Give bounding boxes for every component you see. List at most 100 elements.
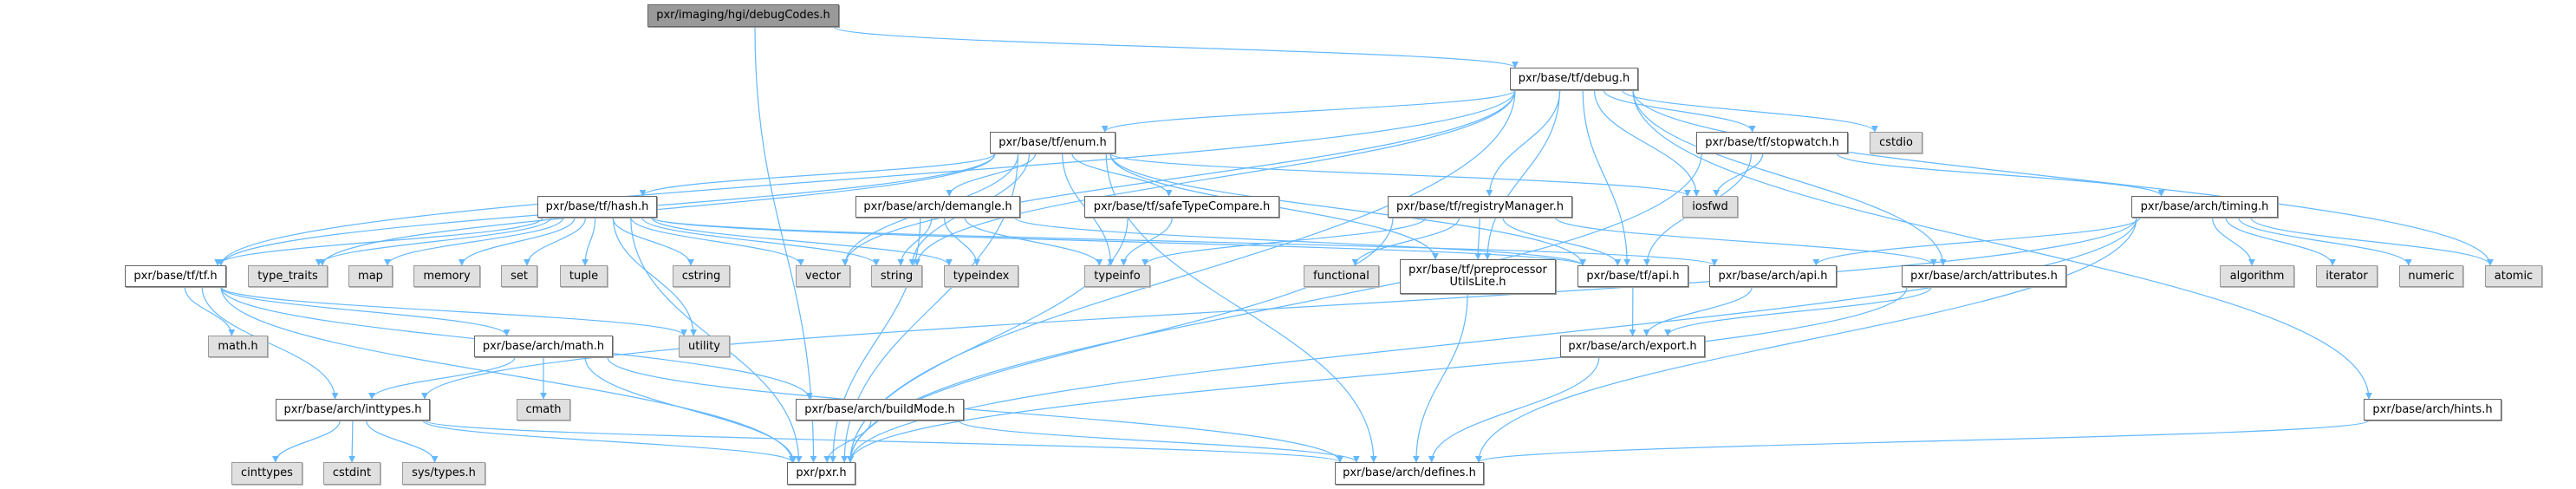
edge-registryManager-to-functional bbox=[1351, 217, 1460, 266]
edge-tf-to-mathh bbox=[184, 286, 236, 336]
edge-hash-to-tuple bbox=[582, 217, 596, 266]
edge-debug-to-hints bbox=[1632, 89, 2372, 400]
node-safeTypeCompare[interactable]: pxr/base/tf/safeTypeCompare.h bbox=[1084, 196, 1279, 218]
node-map: map bbox=[348, 265, 393, 287]
edge-buildMode-to-defines bbox=[958, 420, 1360, 463]
edge-enum-to-type_traits bbox=[319, 153, 996, 266]
edge-timing-to-algorithm bbox=[2211, 217, 2255, 266]
edge-inttypes-to-defines bbox=[424, 420, 1343, 463]
node-systypes: sys/types.h bbox=[402, 462, 485, 485]
node-iosfwd: iosfwd bbox=[1682, 196, 1738, 218]
node-registryManager[interactable]: pxr/base/tf/registryManager.h bbox=[1388, 196, 1572, 218]
edge-archmath-to-inttypes bbox=[368, 356, 516, 400]
edge-hash-to-utility bbox=[612, 217, 698, 336]
edge-hash-to-cstring bbox=[612, 217, 694, 266]
edge-hash-to-tfapi bbox=[651, 217, 1586, 266]
node-export[interactable]: pxr/base/arch/export.h bbox=[1560, 336, 1705, 357]
edge-inttypes-to-systypes bbox=[366, 420, 439, 463]
node-iterator: iterator bbox=[2316, 265, 2378, 287]
edge-buildMode-to-pxr bbox=[823, 420, 872, 463]
edge-registryManager-to-preprocessor bbox=[1474, 217, 1482, 260]
edge-debug-to-tfapi bbox=[1582, 89, 1631, 266]
edge-timing-to-archapi bbox=[1812, 217, 2141, 266]
node-hints[interactable]: pxr/base/arch/hints.h bbox=[2364, 399, 2501, 421]
node-archmath[interactable]: pxr/base/arch/math.h bbox=[474, 336, 613, 357]
edge-hash-to-archapi bbox=[651, 217, 1718, 266]
node-attributes[interactable]: pxr/base/arch/attributes.h bbox=[1902, 265, 2066, 287]
edge-archmath-to-pxr bbox=[584, 356, 797, 463]
node-cstring: cstring bbox=[673, 265, 730, 287]
edge-hash-to-type_traits bbox=[315, 217, 552, 266]
edge-hash-to-string bbox=[641, 217, 880, 266]
edge-debug-to-atomic bbox=[1632, 89, 2494, 266]
node-typeinfo: typeinfo bbox=[1084, 265, 1150, 287]
edge-stopwatch-to-timing bbox=[1836, 153, 2165, 197]
node-atomic: atomic bbox=[2485, 265, 2542, 287]
node-defines[interactable]: pxr/base/arch/defines.h bbox=[1335, 462, 1484, 485]
node-typeindex: typeindex bbox=[944, 265, 1018, 287]
edge-debug-to-tf bbox=[218, 89, 1516, 266]
edge-safeTypeCompare-to-typeinfo bbox=[1120, 217, 1173, 266]
edge-safeTypeCompare-to-pxr bbox=[847, 217, 1129, 463]
edge-attributes-to-pxr bbox=[847, 286, 1908, 463]
node-stopwatch[interactable]: pxr/base/tf/stopwatch.h bbox=[1696, 132, 1848, 153]
node-type_traits: type_traits bbox=[248, 265, 328, 287]
edge-demangle-to-string bbox=[897, 217, 933, 266]
edge-debug-to-iosfwd bbox=[1593, 89, 1701, 197]
edge-demangle-to-pxr bbox=[829, 217, 921, 463]
edge-tf-to-utility bbox=[220, 286, 687, 336]
edge-preprocessor-to-defines bbox=[1412, 293, 1468, 463]
node-cmath: cmath bbox=[517, 399, 570, 421]
edge-debug-to-string bbox=[914, 89, 1516, 266]
node-utility: utility bbox=[679, 336, 730, 357]
edge-debug-to-attributes bbox=[1632, 89, 1947, 266]
node-buildMode[interactable]: pxr/base/arch/buildMode.h bbox=[796, 399, 964, 421]
node-cstdio: cstdio bbox=[1870, 132, 1922, 153]
edge-demangle-to-typeindex bbox=[943, 217, 980, 266]
node-debugCodes[interactable]: pxr/imaging/hgi/debugCodes.h bbox=[647, 4, 839, 27]
node-inttypes[interactable]: pxr/base/arch/inttypes.h bbox=[276, 399, 430, 421]
edge-hash-to-typeindex bbox=[651, 217, 953, 266]
edge-stopwatch-to-iosfwd bbox=[1713, 153, 1764, 197]
node-tfapi[interactable]: pxr/base/tf/api.h bbox=[1577, 265, 1688, 287]
edge-debug-to-registryManager bbox=[1486, 89, 1561, 197]
node-set: set bbox=[501, 265, 537, 287]
node-vector: vector bbox=[796, 265, 850, 287]
edge-debug-to-preprocessor bbox=[1484, 89, 1560, 260]
edge-demangle-to-tfapi bbox=[1014, 217, 1586, 266]
edge-enum-to-hash bbox=[639, 153, 996, 197]
edge-attributes-to-export bbox=[1664, 286, 1932, 336]
edge-timing-to-atomic bbox=[2250, 217, 2494, 266]
node-cstdint: cstdint bbox=[323, 462, 381, 485]
edge-demangle-to-typeinfo bbox=[964, 217, 1103, 266]
edge-enum-to-iosfwd bbox=[1109, 153, 1691, 197]
edge-enum-to-demangle bbox=[946, 153, 1037, 197]
node-timing[interactable]: pxr/base/arch/timing.h bbox=[2131, 196, 2278, 218]
node-functional: functional bbox=[1304, 265, 1379, 287]
node-pxr[interactable]: pxr/pxr.h bbox=[787, 462, 855, 485]
edge-tf-to-pxr bbox=[220, 286, 796, 463]
node-demangle[interactable]: pxr/base/arch/demangle.h bbox=[855, 196, 1020, 218]
node-enum[interactable]: pxr/base/tf/enum.h bbox=[990, 132, 1116, 153]
node-preprocessor[interactable]: pxr/base/tf/preprocessor UtilsLite.h bbox=[1400, 259, 1556, 294]
edge-inttypes-to-cinttypes bbox=[271, 420, 341, 463]
edge-export-to-defines bbox=[1428, 356, 1600, 463]
node-string: string bbox=[871, 265, 922, 287]
edge-archmath-to-defines bbox=[607, 356, 1343, 463]
edge-archapi-to-export bbox=[1643, 286, 1753, 336]
edge-enum-to-tfapi bbox=[1109, 153, 1586, 266]
edge-hash-to-memory bbox=[458, 217, 576, 266]
node-archapi[interactable]: pxr/base/arch/api.h bbox=[1709, 265, 1837, 287]
edge-registryManager-to-attributes bbox=[1555, 217, 1937, 266]
node-hash[interactable]: pxr/base/tf/hash.h bbox=[537, 196, 657, 218]
edge-hash-to-map bbox=[384, 217, 564, 266]
edge-registryManager-to-tfapi bbox=[1502, 217, 1622, 266]
node-debug[interactable]: pxr/base/tf/debug.h bbox=[1510, 68, 1638, 90]
edge-hash-to-vector bbox=[630, 217, 804, 266]
node-tf[interactable]: pxr/base/tf/tf.h bbox=[125, 265, 226, 287]
edge-debug-to-enum bbox=[1101, 89, 1516, 133]
node-memory: memory bbox=[413, 265, 480, 287]
edge-registryManager-to-typeinfo bbox=[1142, 217, 1427, 266]
